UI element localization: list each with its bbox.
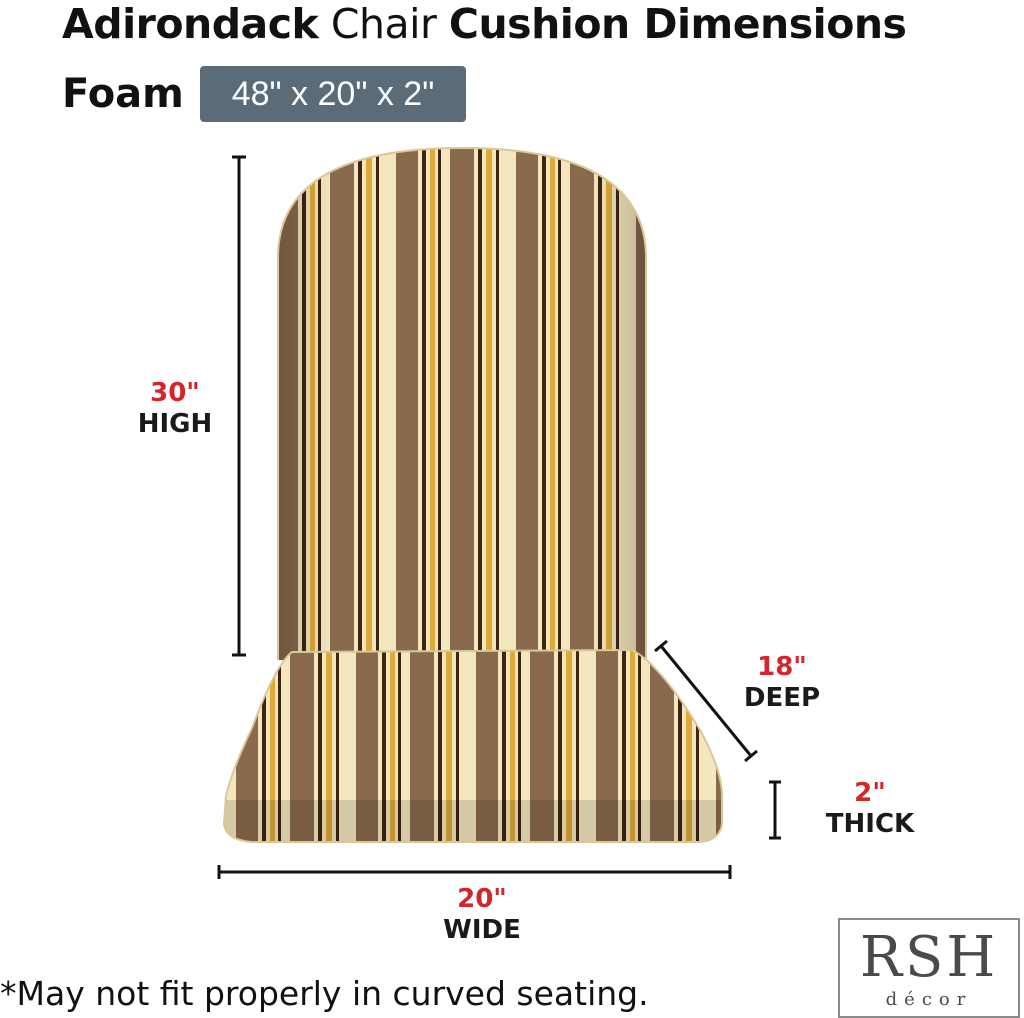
depth-word: DEEP <box>743 683 821 713</box>
width-label: 20" WIDE <box>420 884 544 946</box>
foam-label: Foam <box>62 71 184 117</box>
height-dimension-line <box>232 155 246 657</box>
title-word-cushion-dimensions: Cushion Dimensions <box>448 0 907 48</box>
height-word: HIGH <box>137 409 213 439</box>
height-label: 30" HIGH <box>128 378 222 440</box>
title-word-adirondack: Adirondack <box>62 0 319 48</box>
fit-disclaimer: *May not fit properly in curved seating. <box>0 974 649 1013</box>
thickness-word: THICK <box>825 809 915 839</box>
height-value: 30" <box>150 378 200 408</box>
depth-label: 18" DEEP <box>730 652 834 714</box>
brand-logo: RSH décor <box>838 918 1020 1018</box>
seat-cushion <box>222 648 723 843</box>
depth-dimension-line <box>654 639 758 763</box>
logo-sub-text: décor <box>885 989 973 1010</box>
title-word-chair: Chair <box>330 0 437 48</box>
width-value: 20" <box>457 884 507 914</box>
logo-main-text: RSH <box>859 925 999 990</box>
thickness-label: 2" THICK <box>810 778 930 840</box>
page-title: Adirondack Chair Cushion Dimensions <box>62 0 907 48</box>
thickness-dimension-line <box>769 780 781 840</box>
back-cushion <box>277 146 647 660</box>
thickness-value: 2" <box>854 778 886 808</box>
depth-value: 18" <box>757 652 807 682</box>
width-word: WIDE <box>443 915 521 945</box>
width-dimension-line <box>217 865 732 879</box>
foam-dimensions-badge: 48" x 20" x 2" <box>200 66 466 122</box>
